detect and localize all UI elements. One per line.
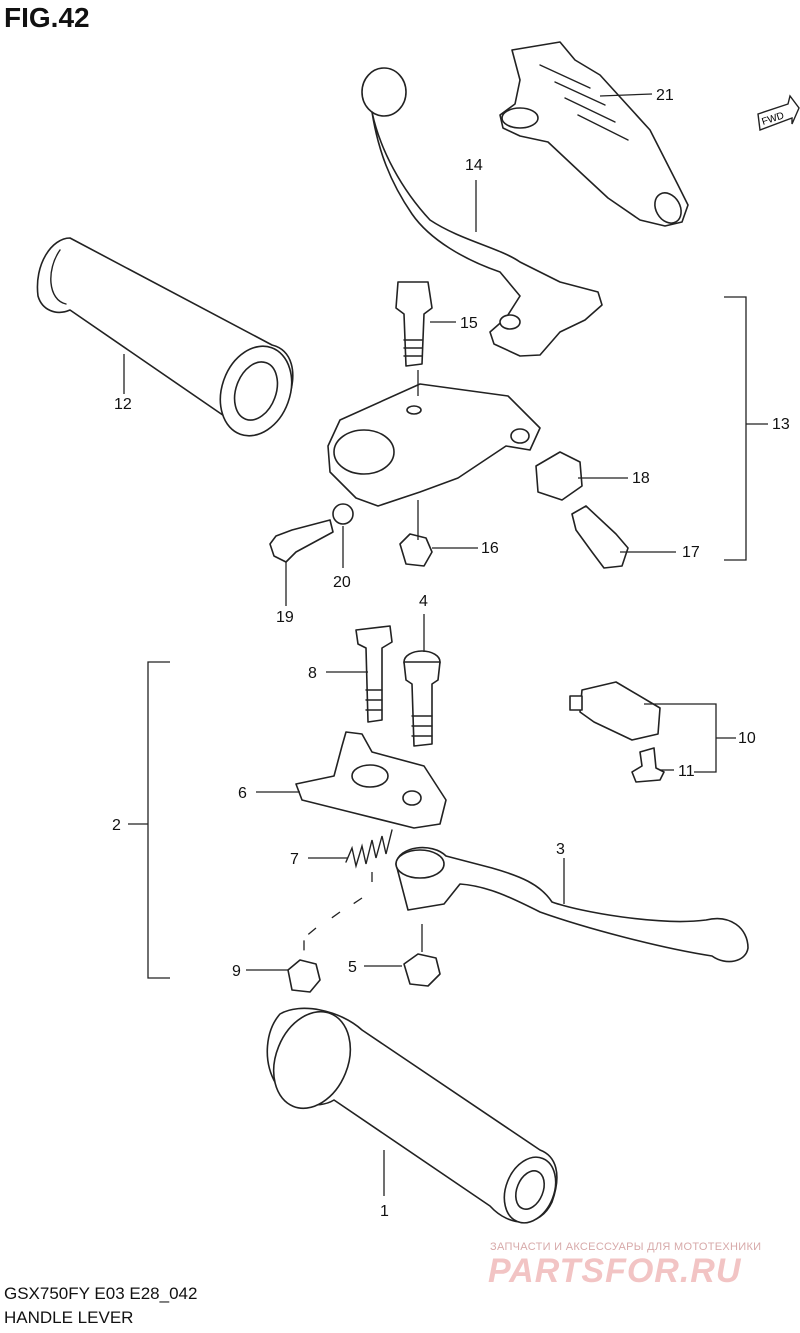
callout-14: 14 [465,157,483,174]
watermark-tagline: ЗАПЧАСТИ И АКСЕССУАРЫ ДЛЯ МОТОТЕХНИКИ [490,1241,762,1253]
callout-4: 4 [419,593,428,610]
clutch-lever-part-14 [361,67,603,357]
bolt-part-15 [395,281,433,367]
callout-6: 6 [238,785,247,802]
callout-12: 12 [114,396,132,413]
callout-7: 7 [290,851,299,868]
nut-part-5 [403,953,441,987]
nut-part-9 [287,959,321,993]
callout-8: 8 [308,665,317,682]
fwd-arrow-icon: FWD [757,94,800,131]
callout-19: 19 [276,609,294,626]
callout-21: 21 [656,87,674,104]
callout-16: 16 [481,540,499,557]
brake-lever-part-3 [395,846,749,963]
screw-part-11 [631,747,665,783]
adjuster-nut-part-18 [535,451,583,501]
callout-10: 10 [738,730,756,747]
washer-part-20 [332,503,354,525]
callout-13: 13 [772,416,790,433]
figure-title: FIG.42 [4,2,90,33]
throttle-grip-part-21 [499,41,689,227]
spring-part-7 [345,829,393,869]
bolt-part-4 [403,650,441,747]
callout-labels: 21 14 15 12 13 18 16 17 20 19 4 8 10 11 … [112,87,790,1220]
right-grip-part-1 [266,1007,558,1224]
clutch-lever-bracket [327,383,541,507]
bolt-part-19 [269,519,334,563]
watermark-logo: PARTSFOR.RU [488,1252,742,1290]
footer-figure-name: HANDLE LEVER [4,1308,134,1327]
callout-17: 17 [682,544,700,561]
callout-9: 9 [232,963,241,980]
callout-3: 3 [556,841,565,858]
callout-1: 1 [380,1203,389,1220]
callout-18: 18 [632,470,650,487]
callout-2: 2 [112,817,121,834]
callout-15: 15 [460,315,478,332]
leader-lines [123,93,768,1196]
brake-switch-part-10 [569,681,661,741]
callout-5: 5 [348,959,357,976]
pivot-bolt-part-8 [355,625,393,723]
nut-part-16 [399,533,433,567]
lever-holder-part-6 [295,731,447,829]
left-grip-part-12 [36,237,294,437]
cable-adjuster-part-17 [571,505,629,569]
callout-11: 11 [678,763,695,780]
footer-model-code: GSX750FY E03 E28_042 [4,1284,198,1303]
callout-20: 20 [333,574,351,591]
